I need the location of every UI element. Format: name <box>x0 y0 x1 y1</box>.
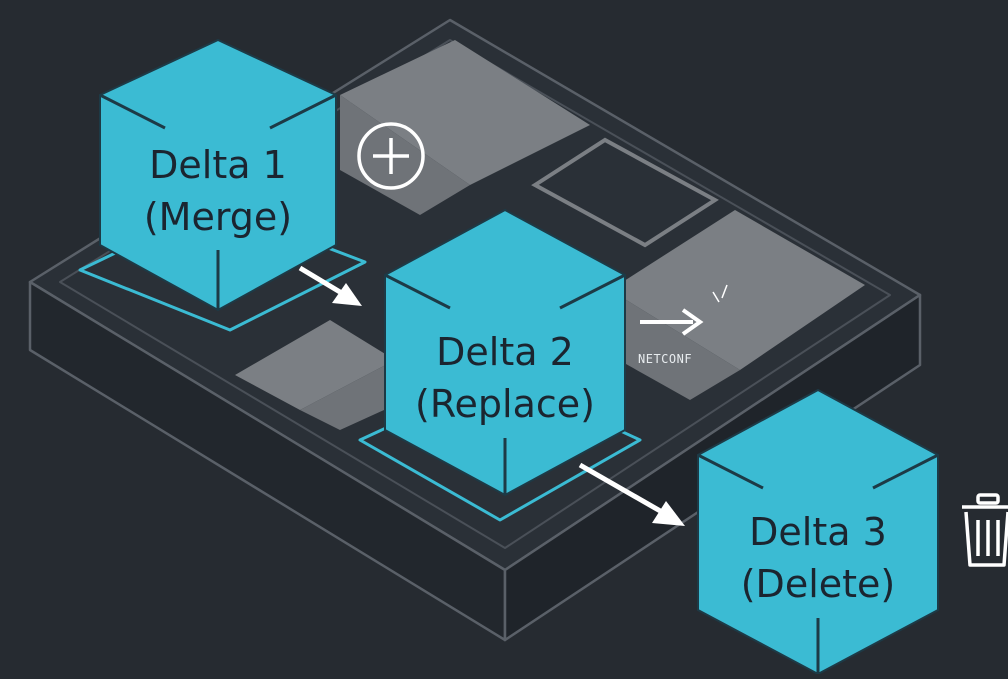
netconf-label: NETCONF <box>638 352 692 366</box>
tile-left-lower <box>235 320 395 410</box>
arrow-delta-2-to-3 <box>578 462 685 526</box>
arrow-delta-1-to-2 <box>298 265 362 306</box>
delta-2-subtitle: (Replace) <box>415 382 595 426</box>
cube-delta-3: Delta 3 (Delete) <box>697 388 939 676</box>
delta-1-title: Delta 1 <box>149 143 287 187</box>
tile-right <box>610 210 865 370</box>
cube-delta-2: Delta 2 (Replace) <box>384 208 626 497</box>
tile-small-outline <box>531 137 719 248</box>
tile-top-left <box>340 40 590 185</box>
tile-right-lower <box>610 290 740 400</box>
delta-2-title: Delta 2 <box>436 330 574 374</box>
delta-3-title: Delta 3 <box>749 510 887 554</box>
cube-delta-1: Delta 1 (Merge) <box>99 38 337 312</box>
trash-icon <box>962 493 1008 567</box>
delta-3-subtitle: (Delete) <box>741 562 896 606</box>
add-icon <box>357 122 425 190</box>
tiles <box>235 40 865 430</box>
arrow-right-icon <box>640 284 728 336</box>
delta-1-subtitle: (Merge) <box>144 195 292 239</box>
tile-left-lower-2 <box>300 360 395 430</box>
